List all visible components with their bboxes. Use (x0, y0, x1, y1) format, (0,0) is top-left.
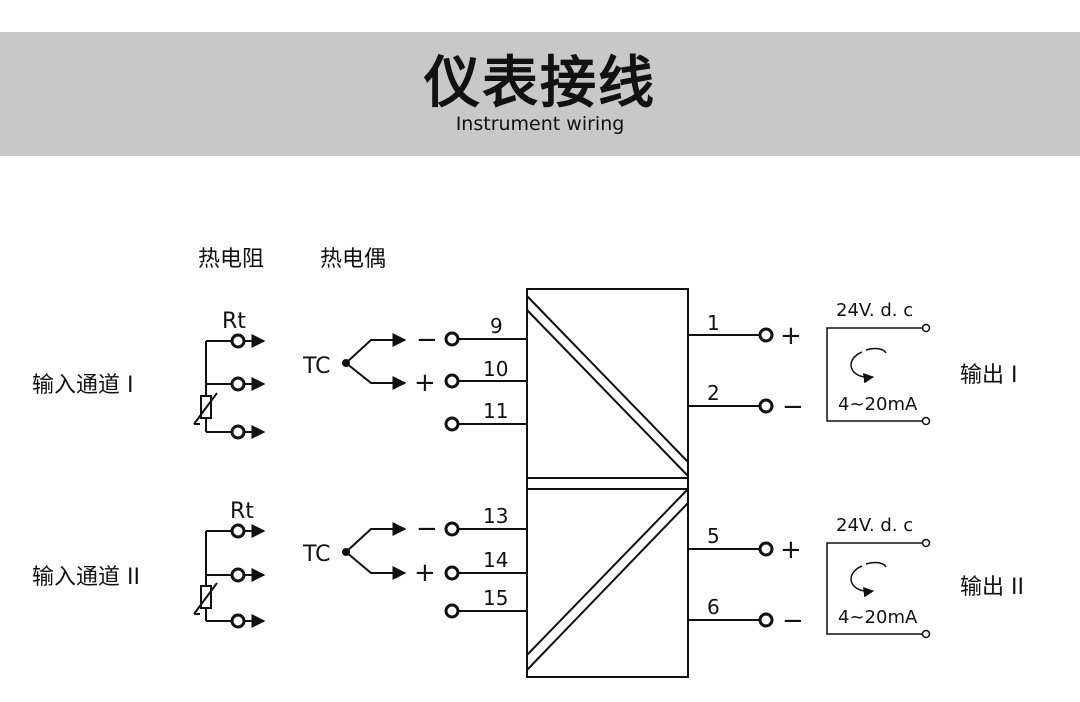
terminal-number: 13 (483, 504, 508, 528)
input-channel-1-label: 输入通道 I (32, 373, 133, 398)
output-terminal-number: 5 (707, 524, 720, 548)
tc-minus-sign-1: − (416, 325, 438, 355)
output-plus-sign: + (780, 321, 802, 351)
rtd-terminal-circle (230, 424, 246, 440)
page-subtitle: Instrument wiring (455, 113, 625, 135)
signal-label-2: 4~20mA (838, 607, 918, 628)
tc-label-2: TC (302, 542, 331, 567)
isolator-module (526, 288, 689, 678)
terminal-number: 9 (490, 314, 503, 338)
terminal-number: 14 (483, 548, 508, 572)
rtd-terminal-circle (230, 523, 246, 539)
rtd-terminals-2 (230, 523, 266, 629)
rtd-terminal-circle (230, 376, 246, 392)
output-channel-2-label: 输出 II (960, 575, 1024, 600)
rtd-label-2: Rt (230, 499, 254, 524)
output-minus-sign: − (782, 392, 804, 422)
load-loop-2 (826, 538, 931, 639)
rtd-terminal-circle (230, 613, 246, 629)
thermocouple-1 (342, 333, 407, 390)
supply-label-2: 24V. d. c (836, 515, 913, 536)
output-terminals-2 (688, 541, 774, 628)
tc-plus-sign-1: + (414, 368, 436, 398)
output-terminals-1 (688, 327, 774, 414)
rtd-sensor-2 (193, 530, 231, 622)
output-minus-sign: − (782, 606, 804, 636)
tc-minus-sign-2: − (416, 514, 438, 544)
channel-2: 输入通道 II Rt TC (32, 499, 1024, 639)
rtd-terminal-circle (230, 333, 246, 349)
title-banner (0, 32, 1080, 156)
output-channel-1-label: 输出 I (960, 363, 1017, 388)
terminal-number: 10 (483, 357, 508, 381)
rtd-heading: 热电阻 (198, 247, 264, 272)
output-plus-sign: + (780, 535, 802, 565)
supply-label-1: 24V. d. c (836, 300, 913, 321)
thermocouple-2 (342, 522, 407, 580)
output-terminal-number: 6 (707, 595, 720, 619)
terminal-number: 15 (483, 586, 508, 610)
input-channel-2-label: 输入通道 II (32, 565, 140, 590)
tc-label-1: TC (302, 354, 331, 379)
output-terminal-number: 1 (707, 311, 720, 335)
tc-heading: 热电偶 (320, 247, 386, 272)
output-terminal-number: 2 (707, 381, 720, 405)
rtd-sensor-1 (193, 340, 231, 433)
rtd-terminals-1 (230, 333, 266, 440)
load-loop-1 (826, 323, 931, 426)
terminal-number: 11 (483, 399, 508, 423)
rtd-terminal-circle (230, 567, 246, 583)
input-terminals-1 (444, 331, 527, 432)
rtd-label-1: Rt (222, 309, 246, 334)
page-title: 仪表接线 (424, 51, 656, 116)
channel-1: 输入通道 I Rt TC (32, 300, 1017, 440)
signal-label-1: 4~20mA (838, 394, 918, 415)
tc-plus-sign-2: + (414, 558, 436, 588)
input-terminals-2 (444, 521, 527, 619)
